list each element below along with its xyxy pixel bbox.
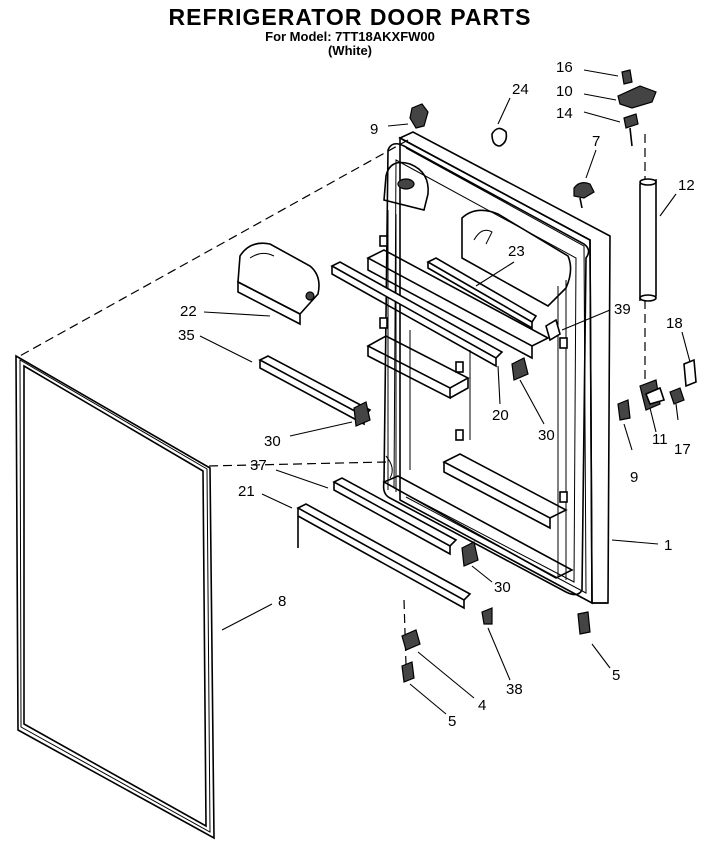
callout-leaders	[199, 69, 691, 715]
callout-9-right: 9	[630, 469, 638, 486]
callout-30-left: 30	[264, 433, 281, 450]
projection-lines	[17, 134, 646, 666]
hinge-tube	[639, 178, 657, 302]
callout-12: 12	[678, 177, 695, 194]
top-hardware	[409, 69, 657, 209]
callout-9-top: 9	[370, 121, 378, 138]
callout-39: 39	[614, 301, 631, 318]
callout-14: 14	[556, 105, 573, 122]
callout-38: 38	[506, 681, 523, 698]
callout-21: 21	[238, 483, 255, 500]
callout-35: 35	[178, 327, 195, 344]
callout-10: 10	[556, 83, 573, 100]
bottom-hinge-hardware	[401, 358, 697, 683]
callout-1: 1	[664, 537, 672, 554]
bottom-retainer-bar	[296, 503, 472, 610]
callout-labels: 9 24 7 16 10 14 12 23 39 18 22 35 30 20 …	[178, 59, 695, 730]
callout-16: 16	[556, 59, 573, 76]
short-retainer-bar	[258, 355, 372, 426]
shelf-retainer-bar	[330, 261, 504, 368]
callout-18: 18	[666, 315, 683, 332]
callout-17: 17	[674, 441, 691, 458]
callout-22: 22	[180, 303, 197, 320]
callout-30-bottom: 30	[494, 579, 511, 596]
callout-5-right: 5	[612, 667, 620, 684]
lower-retainer-bar	[332, 477, 458, 556]
callout-8: 8	[278, 593, 286, 610]
callout-11: 11	[652, 431, 668, 448]
model-line: For Model: 7TT18AKXFW00	[265, 29, 435, 44]
callout-23: 23	[508, 243, 525, 260]
callout-30-mid: 30	[538, 427, 555, 444]
diagram-title: REFRIGERATOR DOOR PARTS	[168, 4, 532, 30]
callout-24: 24	[512, 81, 529, 98]
door-gasket	[15, 354, 215, 840]
upper-shelf-retainer	[426, 257, 538, 330]
callout-7: 7	[592, 133, 600, 150]
title-block: REFRIGERATOR DOOR PARTS For Model: 7TT18…	[140, 4, 560, 58]
callout-20: 20	[492, 407, 509, 424]
dairy-door	[237, 242, 320, 326]
door-liner	[366, 131, 611, 605]
callout-4: 4	[478, 697, 486, 714]
shelf-clips	[353, 318, 561, 625]
callout-5-left: 5	[448, 713, 456, 730]
color-line: (White)	[327, 43, 373, 58]
callout-37: 37	[250, 457, 267, 474]
